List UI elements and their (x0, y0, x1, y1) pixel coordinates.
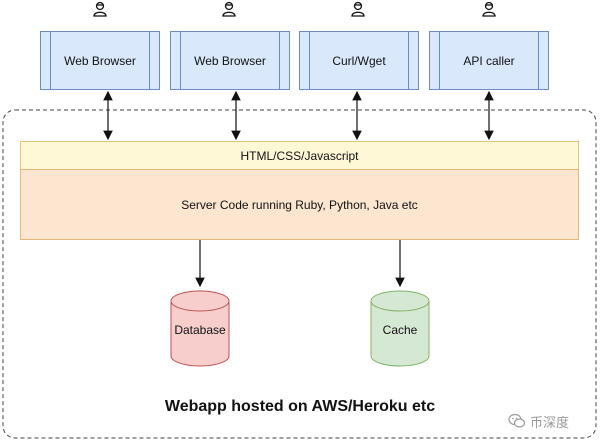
hosting-title: Webapp hosted on AWS/Heroku etc (164, 398, 436, 415)
client-label: API caller (463, 53, 515, 68)
user-icon (93, 1, 107, 17)
client-label: Web Browser (64, 53, 136, 68)
frontend-layer: HTML/CSS/Javascript (20, 141, 579, 170)
client-web-browser-2: Web Browser (170, 31, 290, 90)
client-label: Curl/Wget (332, 53, 386, 68)
user-icon (351, 1, 365, 17)
user-icon (482, 1, 496, 17)
user-icon (222, 1, 236, 17)
database-label: Database (174, 323, 226, 337)
server-layer-label: Server Code running Ruby, Python, Java e… (181, 197, 418, 212)
watermark: 币深度 (508, 409, 598, 433)
client-curl-wget: Curl/Wget (299, 31, 419, 90)
client-web-browser-1: Web Browser (40, 31, 160, 90)
wechat-icon (508, 413, 526, 428)
frontend-layer-label: HTML/CSS/Javascript (240, 148, 359, 163)
server-layer: Server Code running Ruby, Python, Java e… (20, 169, 579, 240)
cache-label: Cache (382, 323, 418, 337)
watermark-text: 币深度 (530, 414, 570, 430)
client-label: Web Browser (194, 53, 266, 68)
client-api-caller: API caller (429, 31, 549, 90)
